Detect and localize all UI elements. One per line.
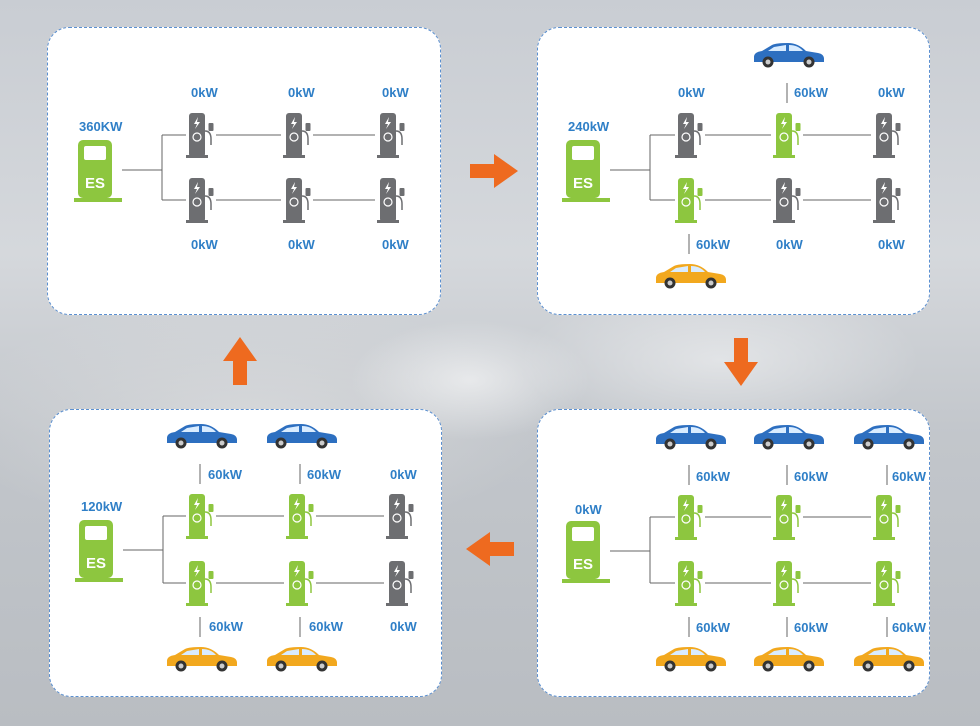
charger-power-label: 60kW xyxy=(209,619,243,634)
charger-power-label: 0kW xyxy=(288,85,315,100)
panel-all-charging: 0kW 60kW 60kW 60kW 60kW 60kW 60kW xyxy=(537,409,930,697)
charger-power-label: 0kW xyxy=(191,85,218,100)
charger-power-label: 0kW xyxy=(776,237,803,252)
charger-power-label: 0kW xyxy=(390,619,417,634)
charger-power-label: 60kW xyxy=(794,85,828,100)
charger-power-label: 60kW xyxy=(892,620,926,635)
charger-power-label: 60kW xyxy=(794,620,828,635)
panel-idle: 360KW 0kW 0kW 0kW 0kW 0kW 0kW xyxy=(47,27,441,315)
charger-power-label: 0kW xyxy=(191,237,218,252)
arrow-down-icon xyxy=(724,338,758,386)
charger-power-label: 0kW xyxy=(382,237,409,252)
station-power-label: 0kW xyxy=(575,502,602,517)
station-power-label: 120kW xyxy=(81,499,123,514)
charger-power-label: 0kW xyxy=(878,237,905,252)
charger-power-label: 60kW xyxy=(208,467,242,482)
charger-power-label: 60kW xyxy=(696,237,730,252)
arrow-right-icon xyxy=(470,154,518,188)
panel-four-charging: 120kW 60kW 60kW 0kW 60kW 60kW 0kW xyxy=(49,409,442,697)
charger-power-label: 0kW xyxy=(390,467,417,482)
charger-power-label: 0kW xyxy=(678,85,705,100)
arrow-up-icon xyxy=(223,337,257,385)
panel-two-charging: 240kW 0kW 60kW 0kW 60kW 0kW 0kW xyxy=(537,27,930,315)
charger-power-label: 60kW xyxy=(794,469,828,484)
charger-power-label: 60kW xyxy=(307,467,341,482)
arrow-left-icon xyxy=(466,532,514,566)
charger-power-label: 60kW xyxy=(696,620,730,635)
station-power-label: 360KW xyxy=(79,119,123,134)
charger-power-label: 0kW xyxy=(878,85,905,100)
charger-power-label: 60kW xyxy=(892,469,926,484)
station-power-label: 240kW xyxy=(568,119,610,134)
charger-power-label: 0kW xyxy=(288,237,315,252)
charger-power-label: 0kW xyxy=(382,85,409,100)
charger-power-label: 60kW xyxy=(696,469,730,484)
charger-power-label: 60kW xyxy=(309,619,343,634)
